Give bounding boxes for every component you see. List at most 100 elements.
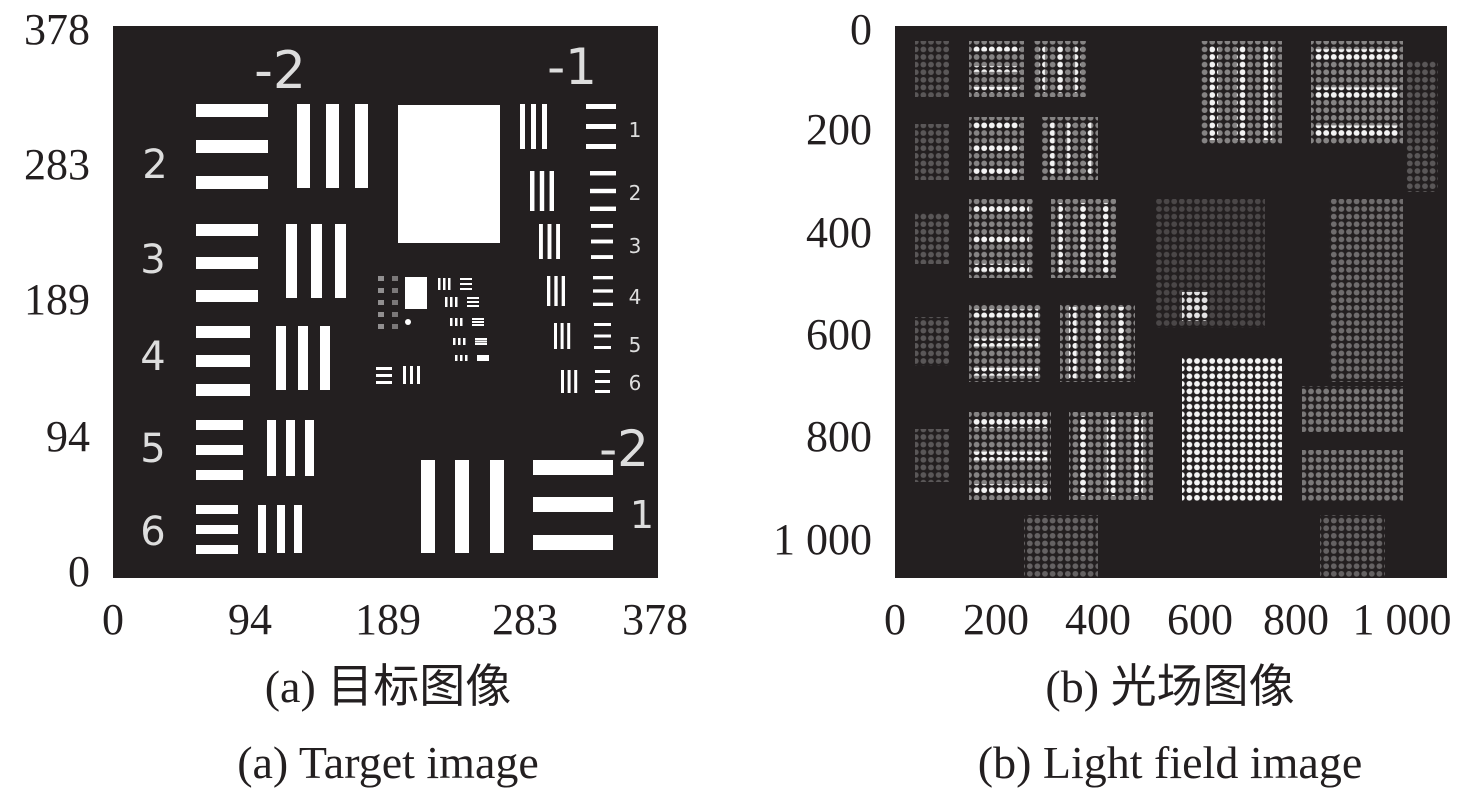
horizontal-bar: [533, 460, 613, 475]
vertical-bar: [453, 338, 456, 345]
horizontal-bar: [467, 301, 479, 303]
horizontal-bar: [591, 239, 613, 244]
target-label: 3: [629, 234, 642, 258]
vertical-bar: [421, 460, 435, 553]
y-tick: 189: [24, 275, 90, 324]
vertical-bar: [277, 505, 285, 553]
vertical-bar: [530, 171, 535, 211]
y-tick: 600: [806, 310, 872, 359]
microlens-group: [915, 41, 949, 97]
vertical-bar: [463, 338, 466, 345]
horizontal-bar: [593, 289, 613, 293]
x-tick: 189: [355, 595, 421, 644]
target-label: 4: [629, 285, 642, 309]
horizontal-bar: [594, 323, 611, 326]
bright-band: [1315, 125, 1399, 136]
bright-band: [1134, 416, 1143, 496]
x-tick: 378: [622, 595, 688, 644]
vertical-bar: [554, 323, 557, 349]
x-tick: 283: [492, 595, 558, 644]
vertical-bar: [567, 370, 571, 393]
vertical-bar: [549, 171, 554, 211]
bright-band: [1067, 121, 1073, 176]
horizontal-bar: [477, 359, 489, 361]
x-tick: 0: [884, 595, 906, 644]
horizontal-bar: [594, 346, 611, 349]
vertical-bar: [294, 505, 302, 553]
horizontal-bar: [376, 381, 392, 384]
horizontal-bar: [460, 283, 472, 285]
vertical-bar: [539, 224, 543, 259]
target-label: 3: [140, 237, 165, 283]
horizontal-bar: [196, 176, 268, 189]
small-square: [405, 277, 427, 309]
vertical-bar: [417, 366, 420, 384]
tiny-bar: [392, 288, 398, 293]
horizontal-bar: [467, 305, 479, 307]
light-field-image: [895, 26, 1447, 578]
vertical-bar: [286, 224, 297, 298]
target-label: 1: [629, 118, 642, 142]
x-tick: 200: [963, 595, 1029, 644]
bright-band: [973, 86, 1020, 93]
bright-band: [1058, 203, 1066, 274]
tiny-bar: [392, 276, 398, 281]
vertical-bar: [542, 104, 547, 149]
horizontal-bar: [196, 545, 238, 554]
bright-band: [1075, 45, 1081, 93]
horizontal-bar: [590, 188, 616, 194]
horizontal-bar: [376, 374, 392, 377]
y-tick: 0: [850, 5, 872, 54]
horizontal-bar: [196, 384, 250, 396]
y-tick: 94: [46, 412, 90, 461]
vertical-bar: [460, 318, 463, 326]
vertical-bar: [455, 355, 458, 361]
vertical-bar: [574, 370, 578, 393]
bright-band: [973, 205, 1029, 214]
bright-band: [973, 451, 1047, 461]
microlens-group: [1182, 357, 1282, 502]
horizontal-bar: [475, 343, 487, 345]
bright-band: [1106, 416, 1116, 496]
y-tick: 0: [68, 547, 90, 596]
horizontal-bar: [533, 497, 613, 512]
target-label: -2: [254, 41, 306, 101]
vertical-bar: [276, 326, 286, 390]
horizontal-bar: [590, 171, 616, 176]
horizontal-bar: [595, 380, 610, 383]
horizontal-bar: [475, 340, 487, 343]
bright-band: [1101, 203, 1109, 274]
microlens-group: [915, 213, 949, 264]
bright-band: [1085, 121, 1092, 176]
x-tick: 94: [228, 595, 272, 644]
tiny-bar: [378, 300, 384, 305]
horizontal-bar: [196, 420, 243, 430]
horizontal-bar: [586, 104, 616, 109]
horizontal-bar: [196, 224, 258, 236]
vertical-bar: [460, 355, 463, 361]
bright-band: [973, 66, 1020, 72]
microlens-group: [1182, 292, 1209, 321]
y-tick: 200: [806, 105, 872, 154]
horizontal-bar: [590, 206, 616, 211]
vertical-bar: [311, 224, 322, 298]
horizontal-bar: [477, 355, 489, 357]
microlens-group: [1302, 386, 1403, 432]
vertical-bar: [567, 323, 571, 349]
horizontal-bar: [477, 357, 489, 359]
horizontal-bar: [196, 505, 238, 514]
small-dot: [405, 319, 411, 325]
vertical-bar: [335, 224, 346, 298]
vertical-bar: [490, 460, 504, 553]
vertical-bar: [520, 104, 525, 149]
vertical-bar: [561, 370, 564, 393]
vertical-bar: [258, 505, 266, 553]
vertical-bar: [403, 366, 406, 384]
horizontal-bar: [591, 255, 613, 259]
bright-band: [1048, 121, 1055, 176]
bright-band: [1057, 45, 1063, 93]
target-label: -1: [547, 38, 597, 96]
vertical-bar: [465, 355, 468, 361]
vertical-bar: [547, 224, 552, 259]
bright-band: [1039, 45, 1045, 93]
